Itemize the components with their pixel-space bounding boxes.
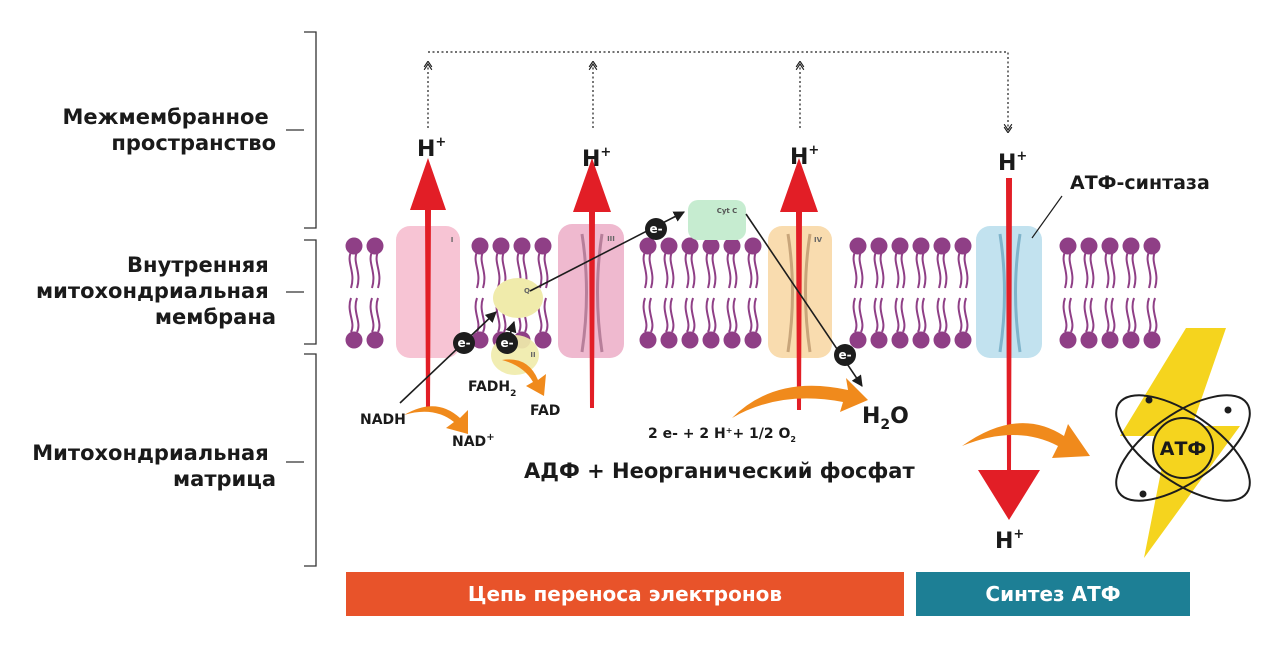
proton-label-synthase-bottom: H+ [995, 527, 1024, 554]
coenzyme-q-label: Q [524, 287, 530, 295]
electron-4: e- [834, 344, 856, 366]
label-intermembrane-space: Межмембранное пространство [63, 105, 276, 155]
arrow-fadh-to-fad [502, 359, 546, 396]
proton-label-synthase-top: H+ [998, 149, 1027, 176]
phospholipid [345, 237, 363, 349]
phospholipid [1080, 237, 1098, 349]
proton-pump-arrows [410, 158, 1040, 520]
phospholipid [891, 237, 909, 349]
phospholipid [954, 237, 972, 349]
cytochrome-c-label: Cyt C [717, 207, 738, 215]
svg-text:Синтез АТФ: Синтез АТФ [985, 582, 1120, 606]
cytochrome-c [688, 200, 746, 240]
banner-electron-transport: Цепь переноса электронов [346, 572, 904, 616]
electron-3: e- [645, 218, 667, 240]
label-nad: NAD+ [452, 432, 495, 450]
complex-iii-label: III [607, 235, 615, 243]
atp-symbol: АТФ [1115, 328, 1251, 558]
banner-atp-synthesis: Синтез АТФ [916, 572, 1190, 616]
label-inner-membrane: Внутренняя митохондриальная мембрана [36, 253, 276, 329]
proton-arrow-complex-i [410, 158, 446, 410]
phospholipid [870, 237, 888, 349]
lipid-bilayer [345, 237, 1161, 349]
phospholipid [681, 237, 699, 349]
svg-text:Цепь переноса электронов: Цепь переноса электронов [468, 582, 782, 606]
electron-1: e- [453, 332, 475, 354]
label-fad: FAD [530, 403, 560, 419]
atp-synthase-pointer [1031, 195, 1063, 239]
label-water: H2O [862, 404, 909, 433]
label-matrix: Митохондриальная матрица [32, 441, 276, 491]
arrow-adp-to-atp [962, 423, 1090, 458]
phospholipid [660, 237, 678, 349]
svg-text:e-: e- [457, 336, 470, 350]
proton-label-iv: H+ [790, 143, 819, 170]
bracket-membrane [304, 239, 317, 345]
svg-text:e-: e- [500, 336, 513, 350]
proton-labels: H+ H+ H+ H+ H+ [417, 135, 1027, 554]
proton-arrow-atp-synthase [978, 178, 1040, 520]
complex-ii-label: II [530, 351, 535, 359]
phospholipid [366, 237, 384, 349]
phospholipid [1143, 237, 1161, 349]
arrow-nadh-to-nad [404, 406, 468, 434]
phospholipid [933, 237, 951, 349]
proton-channels [580, 233, 1022, 353]
phospholipid [1101, 237, 1119, 349]
complex-i-label: I [451, 236, 454, 244]
phospholipid [744, 237, 762, 349]
svg-text:e-: e- [649, 222, 662, 236]
bracket-matrix [304, 353, 317, 567]
proton-label-iii: H+ [582, 145, 611, 172]
label-nadh: NADH [360, 412, 406, 428]
proton-arrow-complex-iii [573, 158, 611, 408]
phospholipid [639, 237, 657, 349]
phospholipid [912, 237, 930, 349]
phospholipid [1059, 237, 1077, 349]
proton-arrow-complex-iv [780, 158, 818, 410]
phospholipid [702, 237, 720, 349]
label-oxygen-reaction: 2 e- + 2 H++ 1/2 O2 [648, 426, 796, 444]
proton-label-i: H+ [417, 135, 446, 162]
arrow-oxygen-to-water [732, 378, 868, 418]
phospholipid [1122, 237, 1140, 349]
region-brackets [286, 31, 317, 567]
complex-iv-label: IV [814, 236, 823, 244]
label-fadh2: FADH2 [468, 379, 516, 399]
label-adp-phosphate: АДФ + Неорганический фосфат [524, 459, 915, 483]
coenzyme-q [493, 278, 543, 318]
electrons: e- e- e- e- [453, 218, 856, 366]
svg-text:e-: e- [838, 348, 851, 362]
phospholipid [534, 237, 552, 349]
phospholipid [471, 237, 489, 349]
proton-return-path [428, 51, 1008, 128]
phospholipid [723, 237, 741, 349]
bracket-intermembrane [304, 31, 317, 229]
atp-label: АТФ [1160, 438, 1207, 460]
electron-2: e- [496, 332, 518, 354]
conversion-arrows [404, 359, 1090, 458]
label-atp-synthase: АТФ-синтаза [1070, 172, 1210, 194]
phospholipid [849, 237, 867, 349]
